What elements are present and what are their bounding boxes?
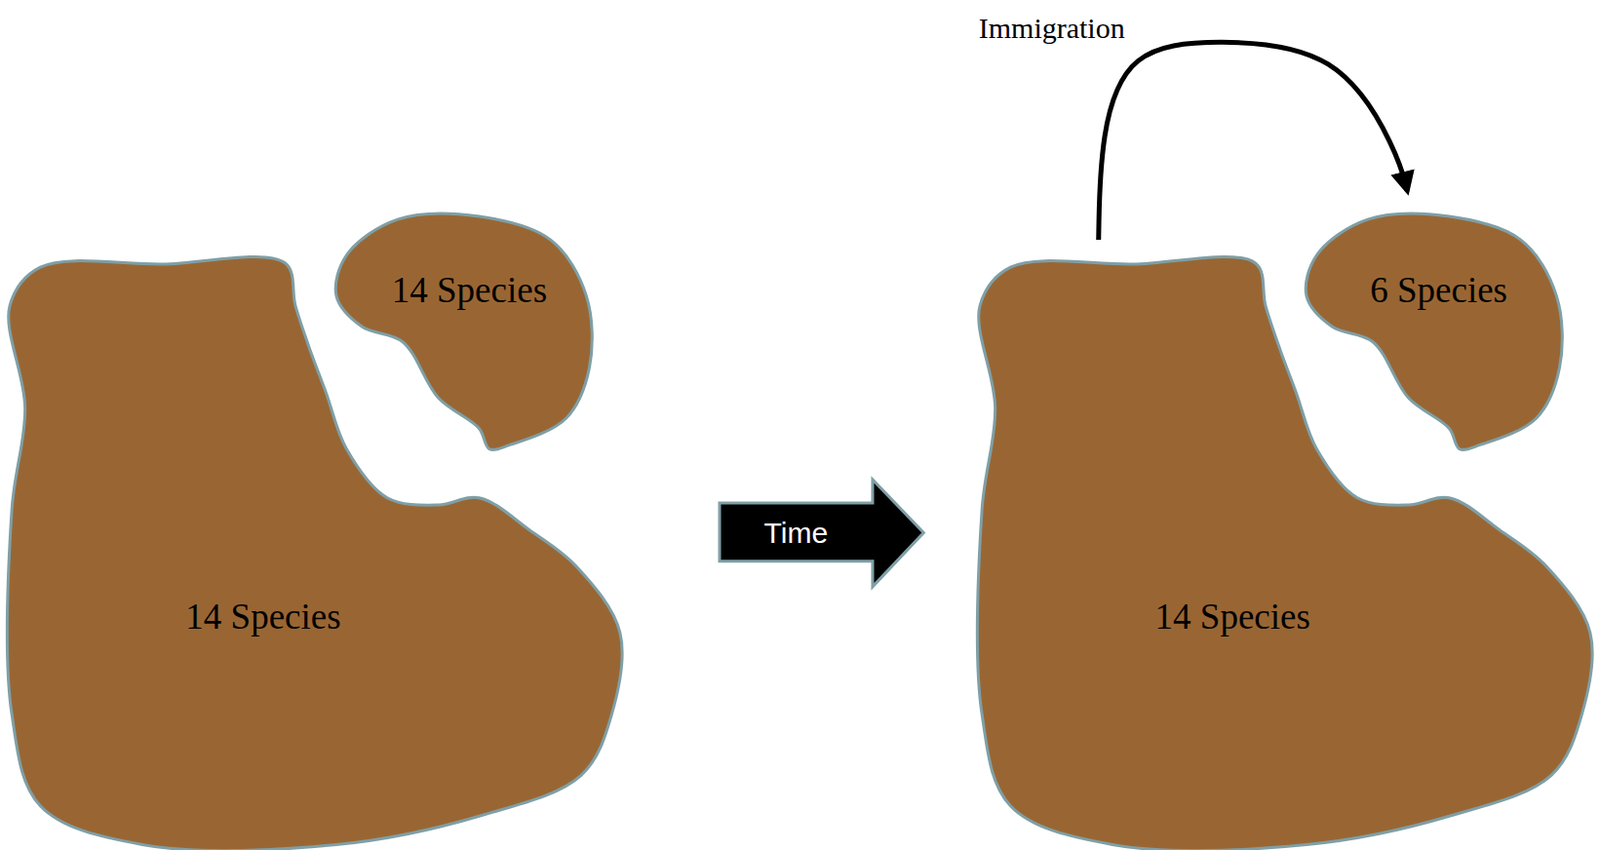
time-arrow: Time xyxy=(719,479,924,587)
mainland: 14 Species xyxy=(979,263,1591,846)
shape-outline xyxy=(719,479,924,587)
shape-outline xyxy=(336,216,590,450)
shape-outline xyxy=(1305,213,1562,450)
species-count: 14 Species xyxy=(1155,597,1311,638)
species-count: 14 Species xyxy=(391,271,547,312)
species-count: 6 Species xyxy=(1369,271,1508,312)
species-count: 14 Species xyxy=(185,597,341,638)
shape-outline xyxy=(976,256,1593,850)
arrow-label: Time xyxy=(764,516,829,549)
edge-label: Immigration xyxy=(975,11,1129,44)
shape-outline xyxy=(1306,216,1561,450)
shape-outline xyxy=(9,263,621,846)
immigration-arrow xyxy=(1098,41,1408,240)
island: 14 Species xyxy=(336,216,590,450)
shape-outline xyxy=(979,263,1591,846)
shape-outline xyxy=(719,479,924,587)
island: 6 Species xyxy=(1306,216,1561,450)
shape-outline xyxy=(7,256,624,850)
mainland: 14 Species xyxy=(9,263,621,846)
shape-outline xyxy=(336,213,593,450)
